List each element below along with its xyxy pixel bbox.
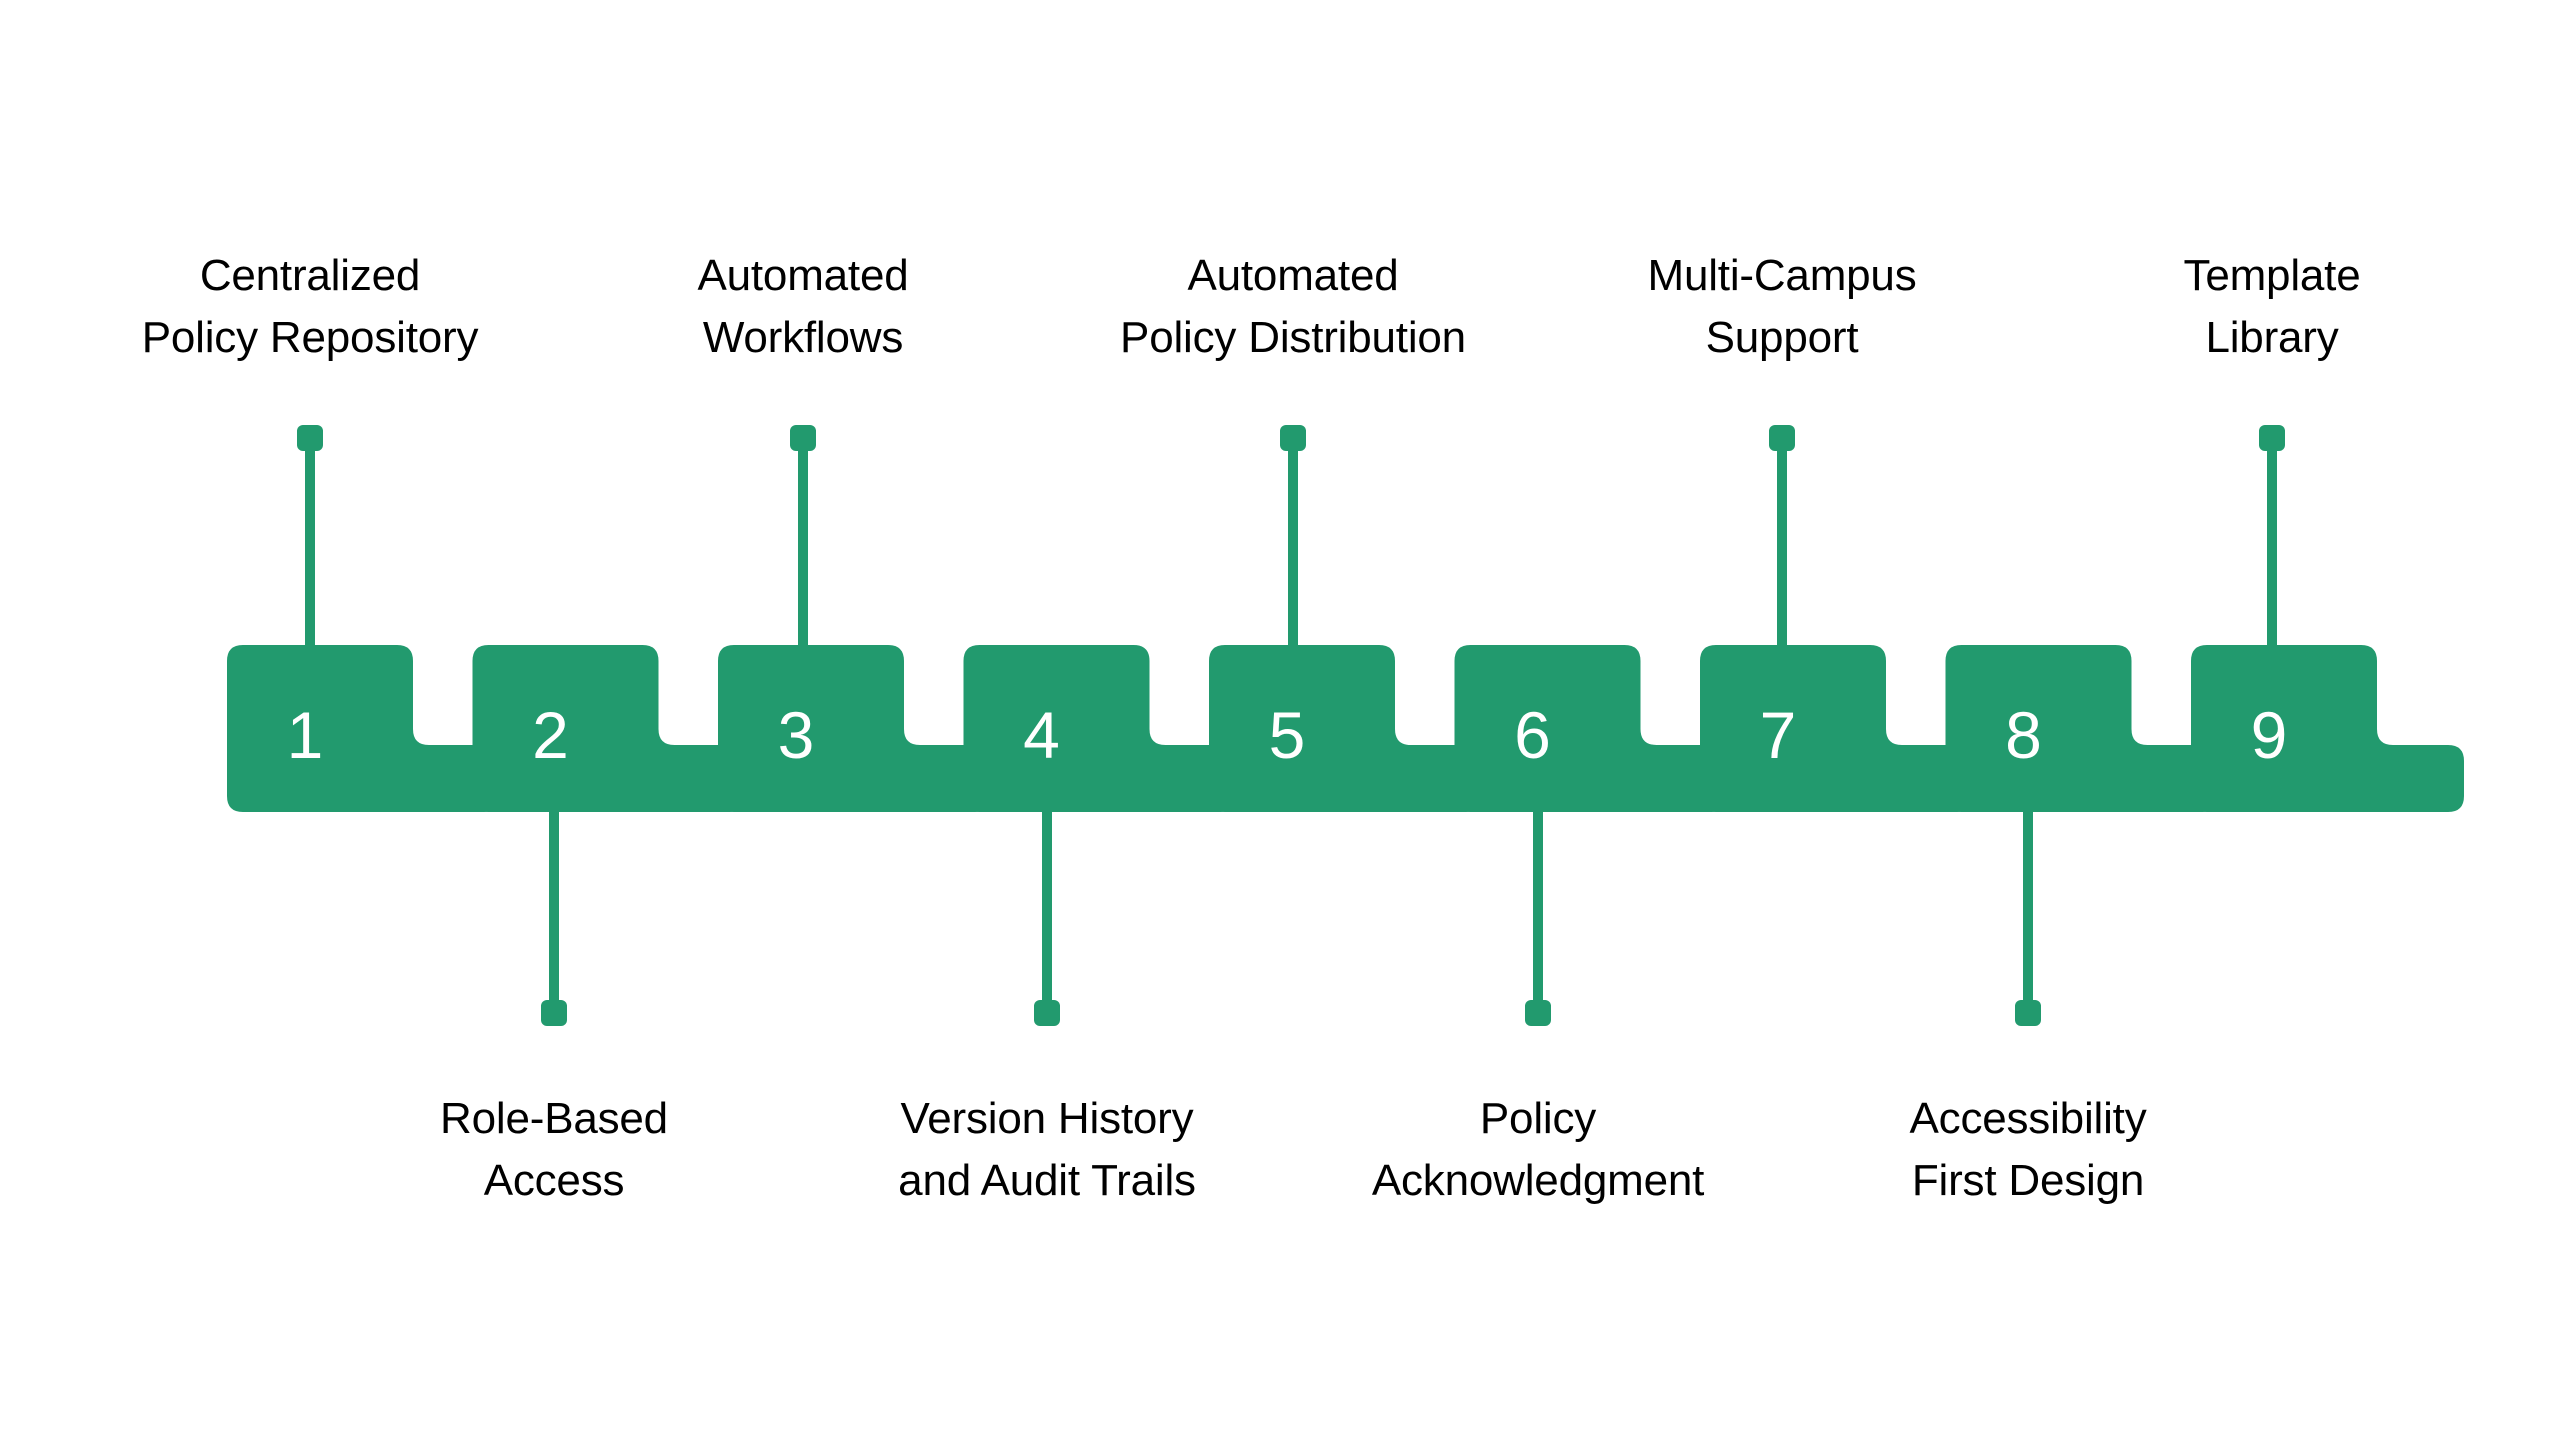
step-label-line1-2: Role-Based: [440, 1094, 668, 1143]
step-label-line2-8: First Design: [1911, 1156, 2145, 1205]
step-number-5: 5: [1269, 698, 1306, 772]
step-label-line1-6: Policy: [1479, 1094, 1597, 1143]
step-label-line2-1: Policy Repository: [141, 313, 479, 362]
step-block-3[interactable]: [718, 645, 991, 812]
step-number-2: 2: [532, 698, 569, 772]
connector-line-5: [1288, 425, 1298, 645]
step-label-line2-7: Support: [1705, 313, 1859, 362]
step-label-line1-1: Centralized: [199, 251, 421, 300]
connector-marker-3: [790, 425, 816, 451]
connector-line-2: [549, 812, 559, 1000]
step-blocks-group: [227, 645, 2464, 812]
step-number-4: 4: [1023, 698, 1060, 772]
step-label-line1-7: Multi-Campus: [1647, 251, 1917, 300]
connector-marker-8: [2015, 1000, 2041, 1026]
step-label-line1-8: Accessibility: [1909, 1094, 2147, 1143]
connector-line-8: [2023, 812, 2033, 1000]
connector-line-9: [2267, 425, 2277, 645]
step-numbers-group: 1 2 3 4 5 6 7 8 9: [287, 698, 2288, 772]
step-block-4[interactable]: [963, 645, 1237, 812]
step-block-5[interactable]: [1209, 645, 1482, 812]
step-label-4: Version History and Audit Trails: [898, 1088, 1196, 1212]
step-label-line2-2: Access: [483, 1156, 625, 1205]
step-number-3: 3: [778, 698, 815, 772]
connector-marker-5: [1280, 425, 1306, 451]
step-block-1[interactable]: [227, 645, 500, 812]
step-block-9[interactable]: [2191, 645, 2464, 812]
connector-marker-2: [541, 1000, 567, 1026]
connector-line-3: [798, 425, 808, 645]
connectors-group: [297, 425, 2285, 1026]
connector-line-6: [1533, 812, 1543, 1000]
step-number-7: 7: [1760, 698, 1797, 772]
connector-line-4: [1042, 812, 1052, 1000]
step-block-8[interactable]: [1945, 645, 2219, 812]
step-label-line1-4: Version History: [900, 1094, 1194, 1143]
step-label-line2-3: Workflows: [702, 313, 904, 362]
connector-marker-9: [2259, 425, 2285, 451]
step-label-line1-9: Template: [2183, 251, 2361, 300]
step-block-7[interactable]: [1700, 645, 1973, 812]
step-label-line2-5: Policy Distribution: [1120, 313, 1466, 362]
step-label-line2-9: Library: [2205, 313, 2339, 362]
connector-marker-4: [1034, 1000, 1060, 1026]
step-label-line2-4: and Audit Trails: [898, 1156, 1196, 1205]
step-number-9: 9: [2251, 698, 2288, 772]
connector-line-1: [305, 425, 315, 645]
connector-line-7: [1777, 425, 1787, 645]
step-label-line1-5: Automated: [1187, 251, 1399, 300]
step-block-2[interactable]: [472, 645, 746, 812]
step-label-line1-3: Automated: [697, 251, 909, 300]
step-label-line2-6: Acknowledgment: [1371, 1156, 1705, 1205]
connector-marker-6: [1525, 1000, 1551, 1026]
step-number-1: 1: [287, 698, 324, 772]
connector-marker-1: [297, 425, 323, 451]
step-number-8: 8: [2005, 698, 2042, 772]
step-block-6[interactable]: [1454, 645, 1728, 812]
connector-marker-7: [1769, 425, 1795, 451]
step-number-6: 6: [1514, 698, 1551, 772]
